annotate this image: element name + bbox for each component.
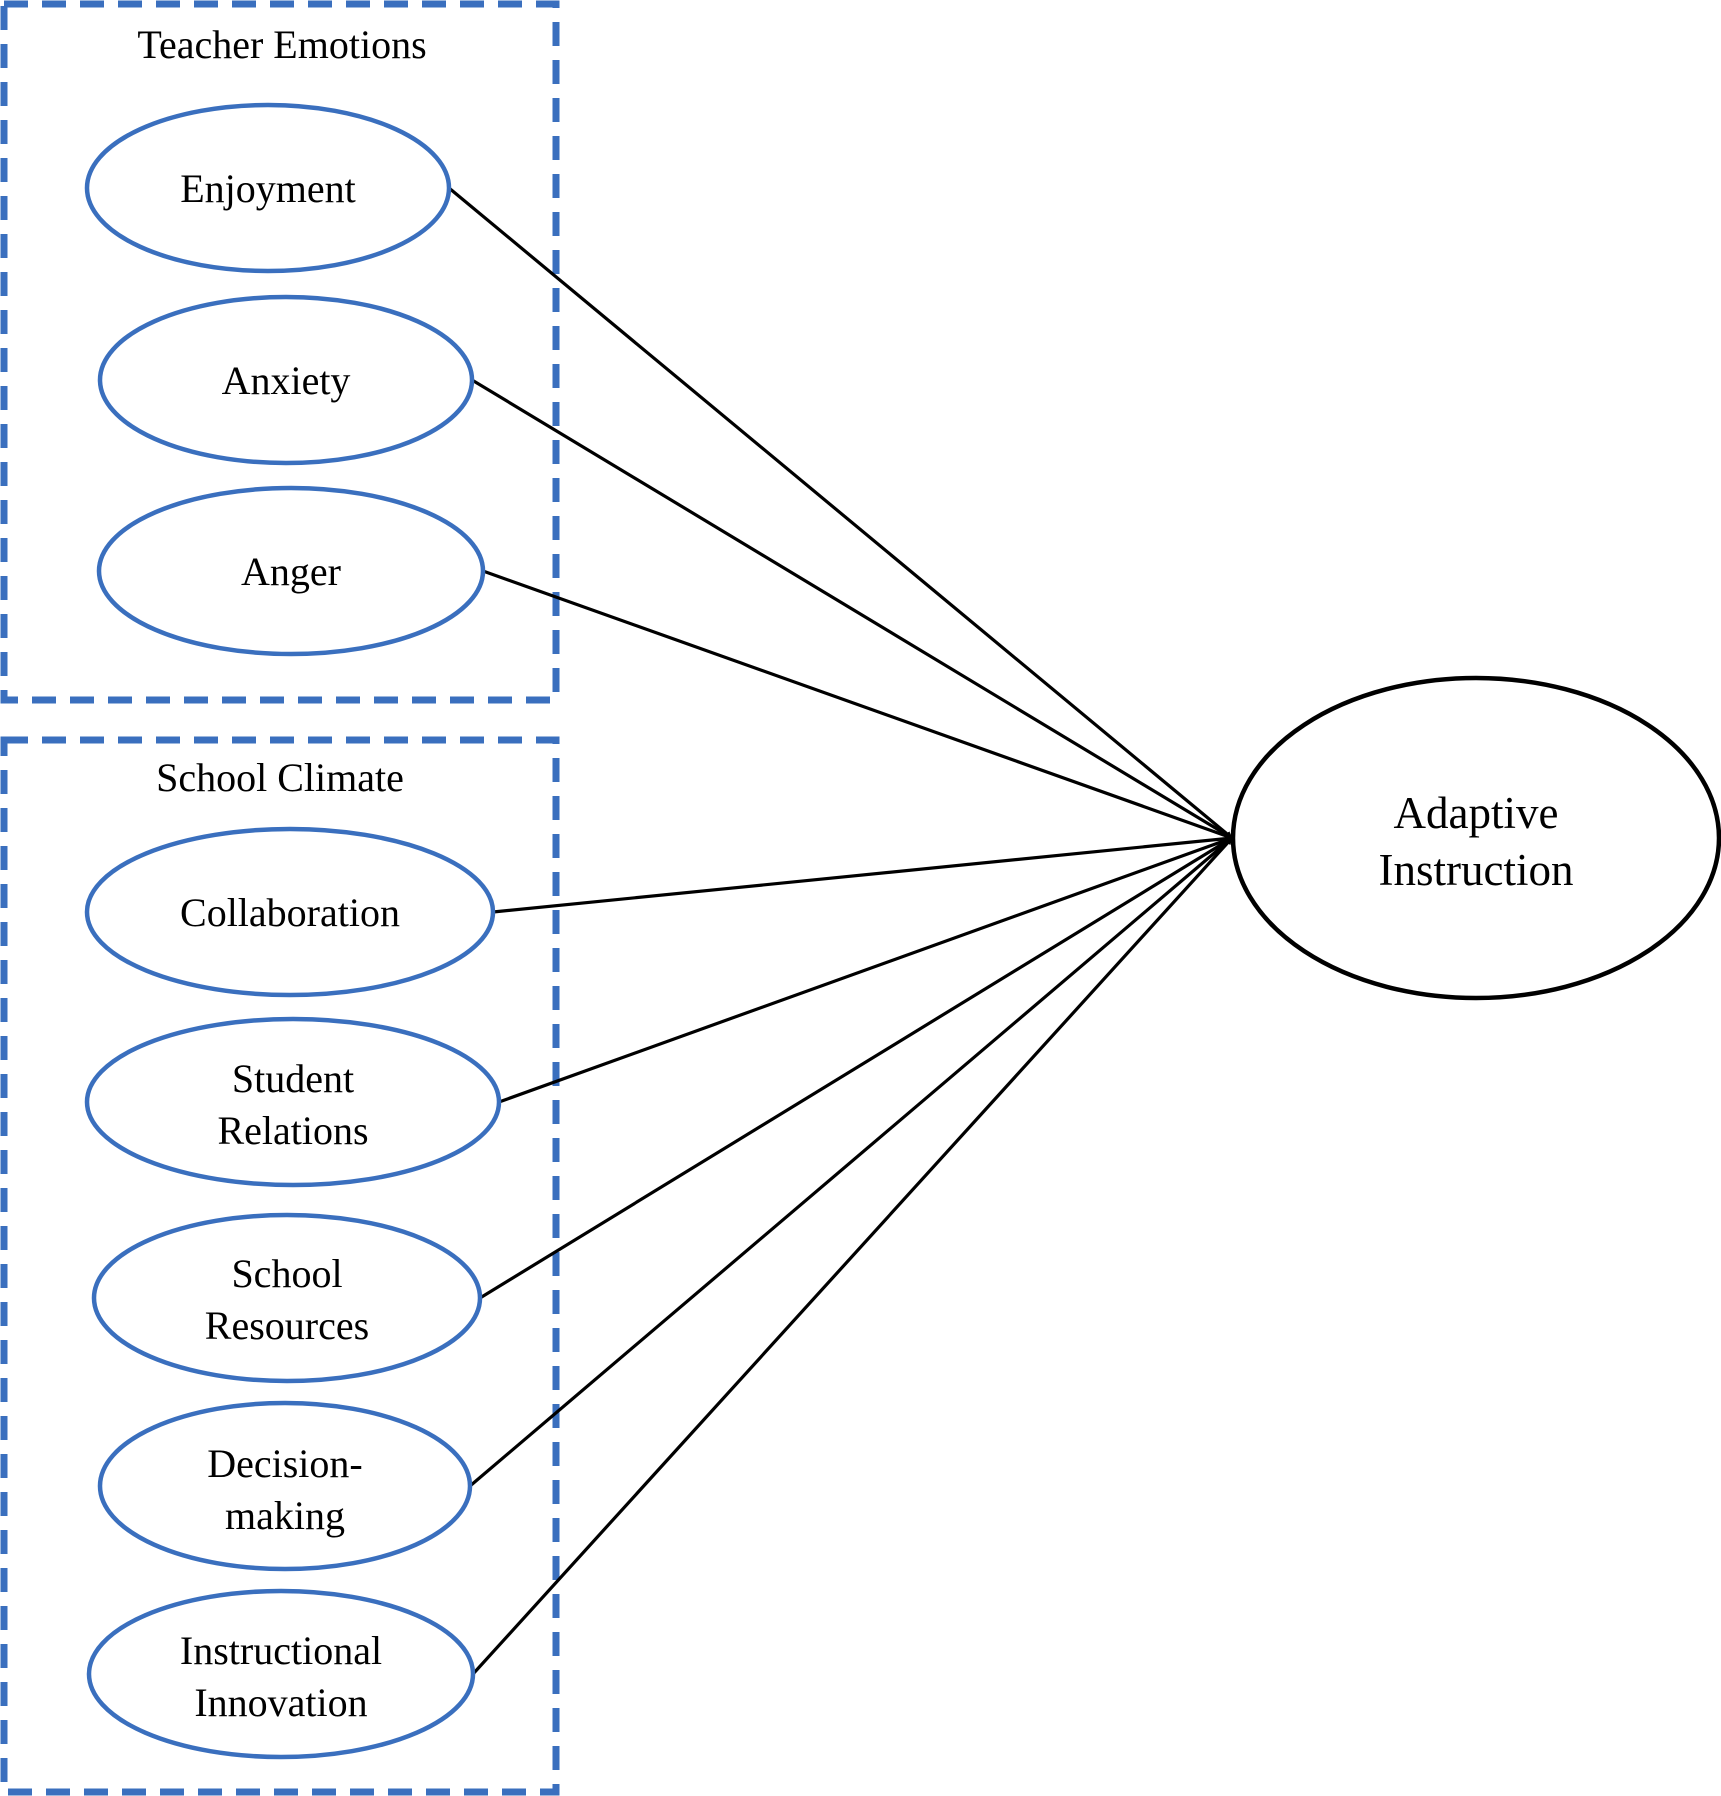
edge-instructional-innovation xyxy=(471,836,1234,1676)
node-label-student-relations-line2: Relations xyxy=(217,1108,368,1153)
ellipse-enjoyment xyxy=(84,102,452,274)
ellipse-school-resources xyxy=(91,1212,483,1384)
node-label-collaboration: Collaboration xyxy=(180,890,400,935)
group-title-teacher-emotions: Teacher Emotions xyxy=(137,22,426,67)
node-school-resources: School Resources xyxy=(91,1212,483,1384)
ellipse-collaboration xyxy=(84,826,496,998)
node-label-enjoyment: Enjoyment xyxy=(180,166,356,211)
edge-enjoyment xyxy=(447,186,1234,840)
group-box-school-climate xyxy=(0,736,560,1796)
node-anxiety: Anxiety xyxy=(97,294,475,466)
node-decision-making: Decision- making xyxy=(97,1400,473,1572)
ellipse-instructional-innovation xyxy=(86,1588,476,1760)
node-label-anger: Anger xyxy=(241,549,341,594)
ellipse-anger xyxy=(96,485,486,657)
edge-student-relations xyxy=(498,836,1233,1104)
outcome-label-line1: Adaptive xyxy=(1394,788,1559,838)
node-label-student-relations-line1: Student xyxy=(232,1056,354,1101)
edge-anxiety xyxy=(471,378,1233,840)
node-collaboration: Collaboration xyxy=(84,826,496,998)
node-label-instructional-innovation-line2: Innovation xyxy=(194,1680,367,1725)
edge-school-resources xyxy=(479,836,1233,1300)
ellipse-adaptive-instruction xyxy=(1230,675,1721,1001)
node-adaptive-instruction: Adaptive Instruction xyxy=(1230,675,1721,1001)
node-label-decision-making-line1: Decision- xyxy=(207,1441,363,1486)
group-title-school-climate: School Climate xyxy=(156,755,404,800)
group-box-teacher-emotions xyxy=(0,0,560,704)
node-label-instructional-innovation-line1: Instructional xyxy=(180,1628,382,1673)
node-label-decision-making-line2: making xyxy=(225,1493,345,1538)
node-label-school-resources-line2: Resources xyxy=(205,1303,369,1348)
edge-collaboration xyxy=(492,835,1233,914)
node-student-relations: Student Relations xyxy=(84,1016,502,1188)
ellipse-decision-making xyxy=(97,1400,473,1572)
node-label-school-resources-line1: School xyxy=(231,1251,342,1296)
ellipse-student-relations xyxy=(84,1016,502,1188)
edge-decision-making xyxy=(468,836,1234,1488)
path-lines xyxy=(447,186,1234,1676)
edge-anger xyxy=(482,569,1233,840)
node-enjoyment: Enjoyment xyxy=(84,102,452,274)
node-anger: Anger xyxy=(96,485,486,657)
outcome-label-line2: Instruction xyxy=(1379,845,1574,895)
ellipse-anxiety xyxy=(97,294,475,466)
node-label-anxiety: Anxiety xyxy=(222,358,351,403)
node-instructional-innovation: Instructional Innovation xyxy=(86,1588,476,1760)
